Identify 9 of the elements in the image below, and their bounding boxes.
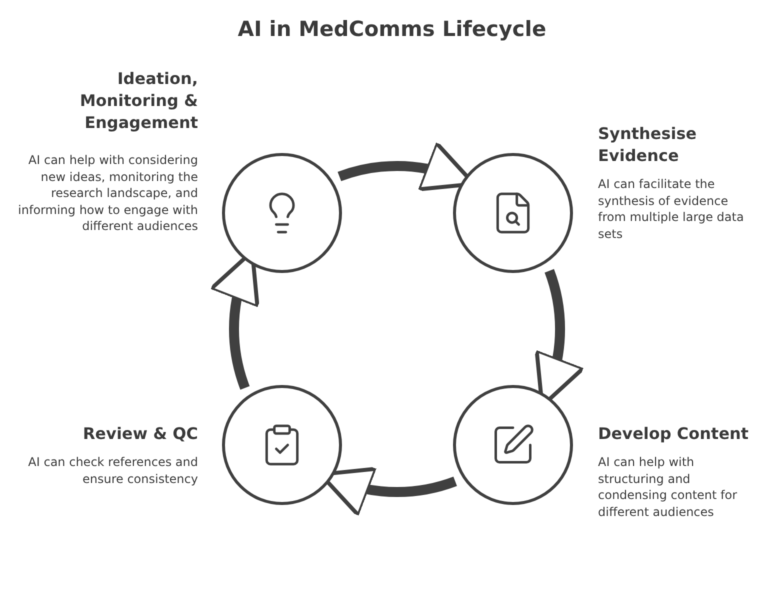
stage-description: AI can check references and ensure consistency — [27, 454, 198, 487]
stage-description: AI can facilitate the synthesis of evidence from multiple large data sets — [598, 176, 745, 242]
stage-description: AI can help with considering new ideas, monitoring the research landscape, and informing how to engage with different audiences — [17, 152, 198, 234]
stage-heading: Synthesise Evidence — [598, 123, 698, 167]
stage-heading: Develop Content — [598, 423, 750, 445]
diagram-title: AI in MedComms Lifecycle — [236, 16, 548, 43]
stage-heading: Review & QC — [82, 423, 198, 445]
stage-description: AI can help with structuring and condensing content for different audiences — [598, 454, 738, 520]
stage-heading: Ideation, Monitoring & Engagement — [78, 68, 198, 134]
